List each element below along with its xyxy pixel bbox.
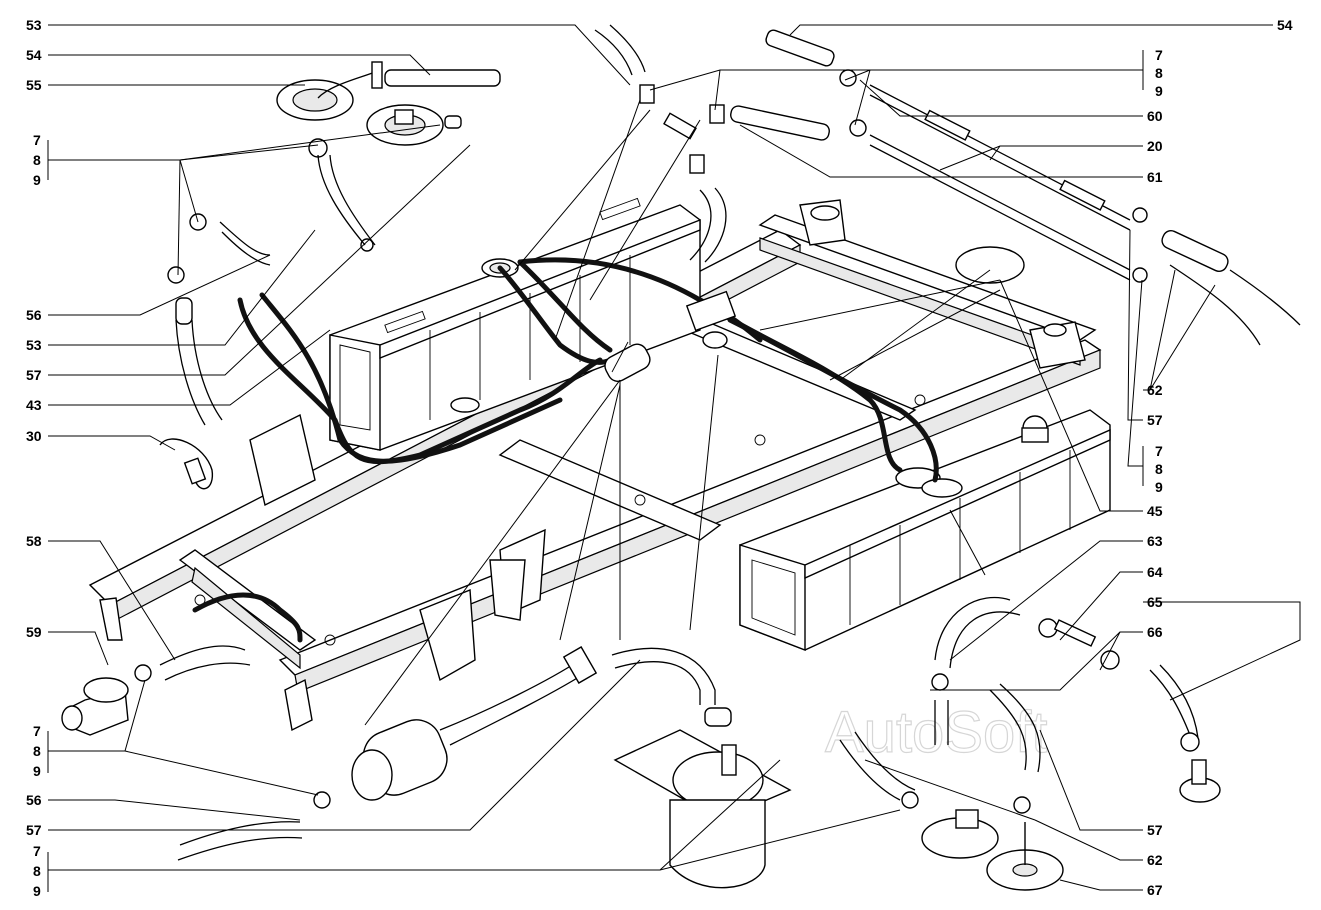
label-62: 62 [1147, 382, 1163, 398]
leader-lines [47, 24, 1301, 892]
label-7: 7 [33, 132, 41, 148]
label-56: 56 [26, 307, 42, 323]
watermark: AutoSoft [825, 700, 1047, 765]
label-43: 43 [26, 397, 42, 413]
label-55: 55 [26, 77, 42, 93]
label-56: 56 [26, 792, 42, 808]
label-57: 57 [26, 367, 42, 383]
right-labels: 54 7 8 9 60 20 61 62 57 7 8 9 45 63 64 6… [1147, 17, 1293, 898]
label-54: 54 [1277, 17, 1293, 33]
label-54: 54 [26, 47, 42, 63]
label-62: 62 [1147, 852, 1163, 868]
label-65: 65 [1147, 594, 1163, 610]
inline-fuel-filter [604, 341, 651, 382]
fuel-pipes [192, 257, 939, 643]
label-8: 8 [33, 863, 41, 879]
label-57: 57 [1147, 412, 1163, 428]
label-57: 57 [1147, 822, 1163, 838]
label-9: 9 [1155, 83, 1163, 99]
label-8: 8 [33, 743, 41, 759]
label-67: 67 [1147, 882, 1163, 898]
label-9: 9 [1155, 479, 1163, 495]
top-details [159, 24, 1301, 490]
label-53: 53 [26, 337, 42, 353]
label-60: 60 [1147, 108, 1163, 124]
bottom-details [61, 596, 1221, 891]
label-7: 7 [33, 723, 41, 739]
right-fuel-tank [739, 246, 1111, 652]
label-8: 8 [33, 152, 41, 168]
label-66: 66 [1147, 624, 1163, 640]
label-9: 9 [33, 172, 41, 188]
label-7: 7 [1155, 443, 1163, 459]
label-64: 64 [1147, 564, 1163, 580]
distributor-block [685, 290, 737, 349]
label-8: 8 [1155, 65, 1163, 81]
label-59: 59 [26, 624, 42, 640]
label-9: 9 [33, 763, 41, 779]
label-57: 57 [26, 822, 42, 838]
label-9: 9 [33, 883, 41, 899]
label-45: 45 [1147, 503, 1163, 519]
label-8: 8 [1155, 461, 1163, 477]
label-63: 63 [1147, 533, 1163, 549]
label-53: 53 [26, 17, 42, 33]
label-20: 20 [1147, 138, 1163, 154]
label-7: 7 [1155, 47, 1163, 63]
label-61: 61 [1147, 169, 1163, 185]
left-labels: 53 54 55 7 8 9 56 53 57 43 30 58 59 7 8 … [26, 17, 42, 899]
label-30: 30 [26, 428, 42, 444]
label-58: 58 [26, 533, 42, 549]
label-7: 7 [33, 843, 41, 859]
